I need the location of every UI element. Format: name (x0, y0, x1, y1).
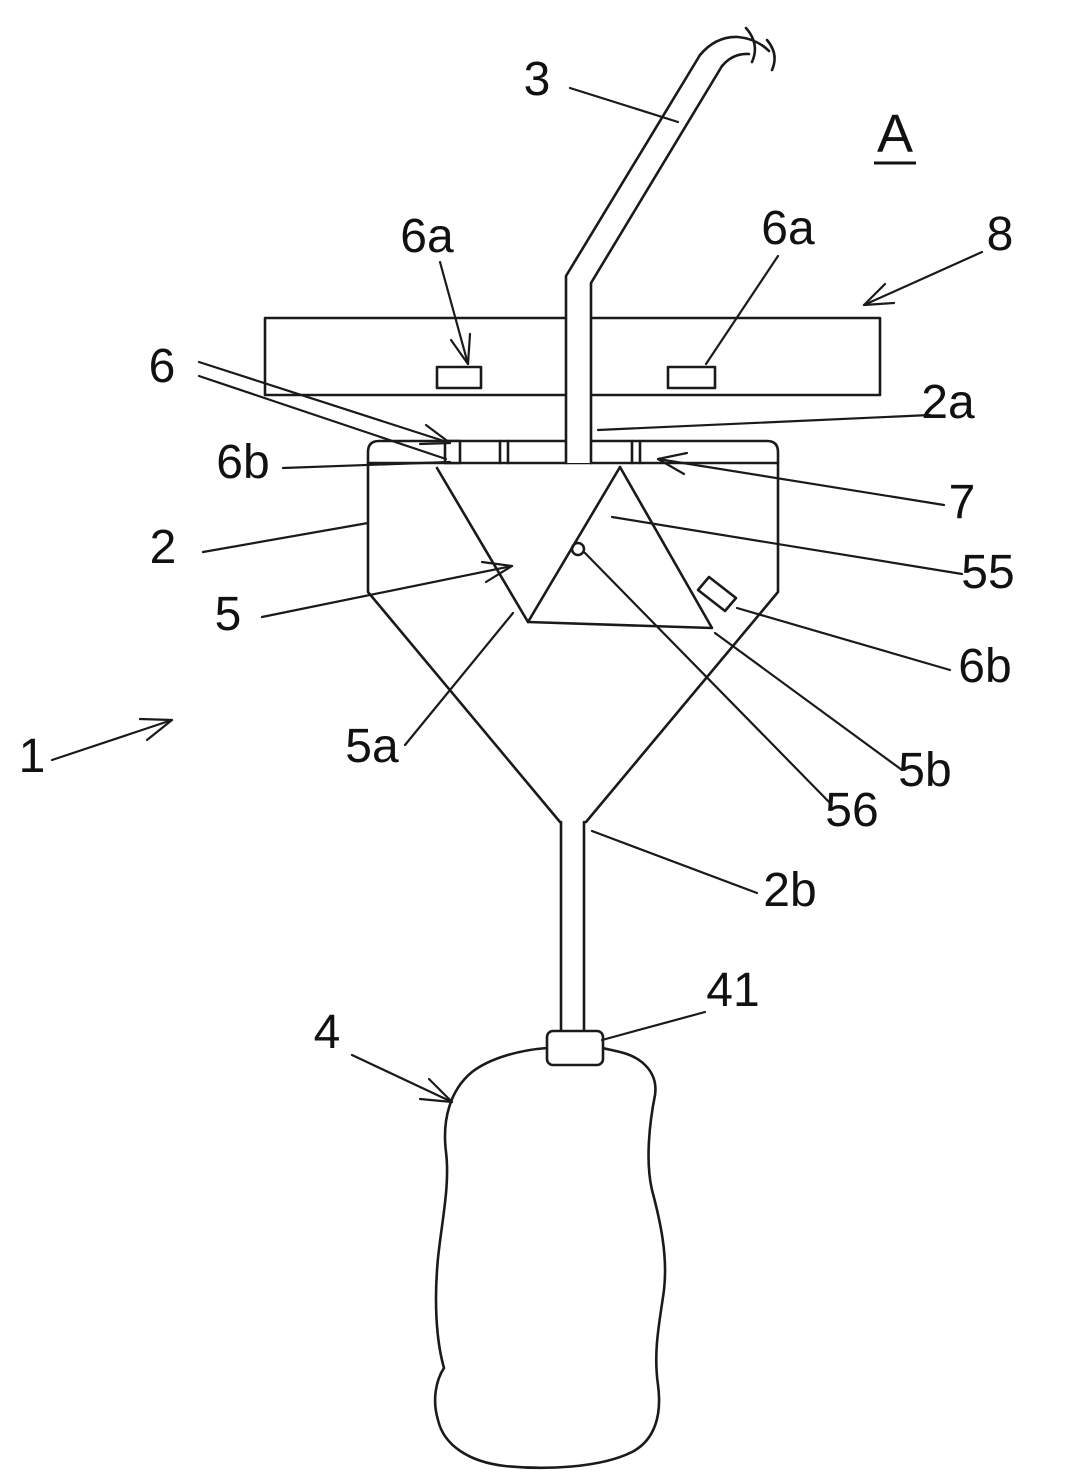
label-2: 2 (150, 521, 177, 574)
arrowhead-5 (480, 560, 514, 584)
leader-5b (713, 631, 904, 772)
clamp-ticks-left-6 (498, 439, 510, 465)
arrowhead-6a-left (449, 332, 472, 366)
label-41: 41 (706, 964, 759, 1017)
arrowhead-8 (862, 282, 896, 307)
leader-2b (590, 829, 759, 895)
label-5a: 5a (345, 720, 399, 773)
leader-55 (610, 515, 964, 576)
leader-41 (600, 1010, 707, 1042)
label-6a-right: 6a (761, 202, 815, 255)
leader-7 (656, 457, 946, 507)
leader-1 (50, 718, 174, 762)
leader-5a (403, 611, 515, 747)
label-6: 6 (149, 340, 176, 393)
label-2a: 2a (921, 376, 975, 429)
port-6b-right (696, 575, 738, 613)
arrowhead-1 (138, 717, 174, 742)
bar-slot-left-6a (435, 365, 483, 390)
label-5: 5 (215, 588, 242, 641)
label-1: 1 (19, 730, 46, 783)
leader-3 (568, 86, 680, 124)
inlet-tube-3 (564, 53, 724, 465)
arrowhead-6 (418, 423, 452, 446)
leader-2 (201, 521, 370, 554)
label-55: 55 (961, 546, 1014, 599)
inlet-tube-3-broken-end (698, 26, 776, 72)
label-4: 4 (314, 1006, 341, 1059)
leader-2a (596, 413, 932, 432)
reference-numerals: 3 A 6a 6a 8 6 2a 6b 7 2 55 5 6b 5a 5b 1 … (19, 53, 1015, 1059)
leader-5 (260, 564, 514, 619)
outlet-tube-2b (559, 820, 586, 1035)
label-56: 56 (825, 784, 878, 837)
label-2b: 2b (763, 864, 816, 917)
leader-6b-left (281, 460, 452, 470)
bag-neck-41 (545, 1029, 605, 1067)
leader-6b-right (735, 606, 952, 672)
label-7: 7 (949, 476, 976, 529)
arrowhead-7 (656, 451, 689, 476)
leader-8 (862, 250, 984, 307)
leader-6-lower (197, 374, 448, 461)
arrowhead-4 (418, 1077, 454, 1104)
view-label-a: A (877, 104, 913, 164)
apparatus-drawing (263, 26, 882, 1470)
label-3: 3 (524, 53, 551, 106)
label-5b: 5b (898, 744, 951, 797)
orifice-56 (570, 541, 586, 557)
leader-arrowheads (138, 282, 896, 1104)
clamp-6b-left (443, 439, 462, 465)
leader-6-upper (197, 360, 452, 445)
valve-flap-edge-5a (435, 466, 530, 624)
clamp-ticks-right-7 (630, 439, 642, 465)
leader-56 (583, 551, 832, 805)
collection-bag-4 (433, 1046, 667, 1470)
leader-6a-left (438, 260, 470, 366)
leader-6a-right (704, 254, 780, 366)
inlet-tube-3-core (566, 55, 722, 463)
valve-flap-5 (526, 465, 714, 630)
label-8: 8 (987, 208, 1014, 261)
label-6b-left: 6b (216, 436, 269, 489)
bar-slot-right-6a (666, 365, 717, 390)
label-6a-left: 6a (400, 210, 454, 263)
leader-4 (350, 1053, 454, 1104)
funnel-body-2 (366, 439, 780, 824)
leader-lines (50, 86, 984, 1104)
label-6b-right: 6b (958, 640, 1011, 693)
